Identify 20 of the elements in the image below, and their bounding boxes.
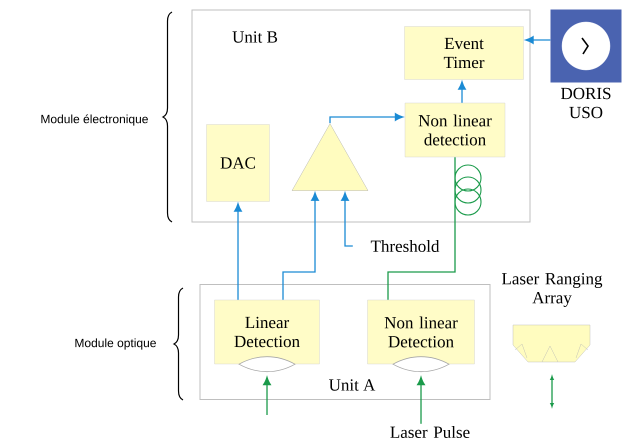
arrow bbox=[417, 376, 425, 424]
arrow bbox=[329, 113, 404, 124]
process-box: Non linear detection bbox=[404, 102, 506, 158]
arrow bbox=[458, 81, 466, 103]
arrow bbox=[263, 376, 271, 415]
bare-text: Threshold bbox=[370, 240, 440, 252]
bare-text: Laser Pulse bbox=[390, 426, 470, 438]
amplifier-triangle bbox=[292, 123, 368, 191]
arrow bbox=[525, 36, 550, 44]
module-label: Module optique bbox=[75, 338, 156, 350]
arrow bbox=[234, 203, 242, 300]
process-box: Event Timer bbox=[404, 26, 524, 80]
array-label: Laser Ranging Array bbox=[502, 273, 602, 307]
node-label: DORIS USO bbox=[560, 88, 610, 118]
arrow bbox=[282, 192, 319, 300]
process-box: Non linear Detection bbox=[367, 300, 475, 364]
process-box: Linear Detection bbox=[214, 300, 320, 364]
module-label: Module électronique bbox=[41, 114, 148, 126]
arrow bbox=[341, 192, 353, 247]
process-box: DAC bbox=[206, 124, 270, 202]
